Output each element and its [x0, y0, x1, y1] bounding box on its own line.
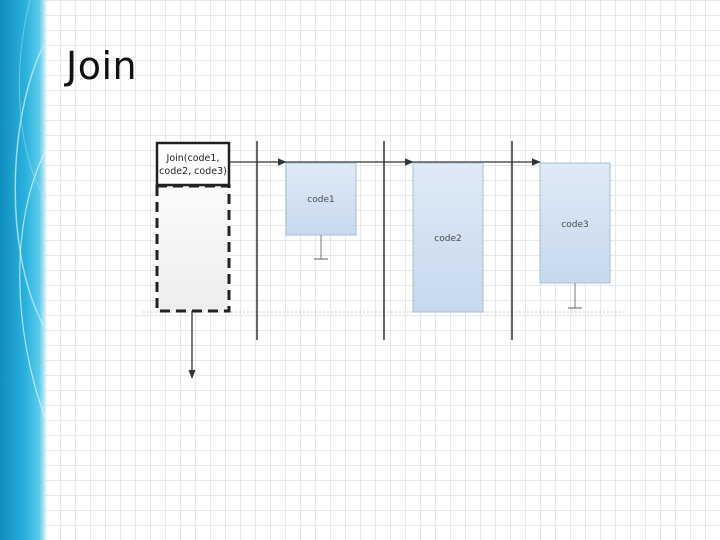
join-call-line1: Join(code1, — [166, 153, 220, 164]
task-box-code2 — [412, 162, 484, 313]
join-wait-box — [155, 184, 231, 313]
join-call-box — [155, 141, 231, 187]
task-label-code2: code2 — [434, 234, 461, 244]
decorative-side-band — [0, 0, 46, 540]
task-label-code3: code3 — [561, 220, 588, 230]
task-box-code3 — [539, 162, 611, 284]
swirl-decoration — [14, 0, 46, 421]
task-label-code1: code1 — [307, 195, 334, 205]
slide-title: Join — [66, 44, 138, 88]
join-call-line2: code2, code3) — [159, 166, 227, 177]
task-box-code1 — [285, 162, 357, 236]
